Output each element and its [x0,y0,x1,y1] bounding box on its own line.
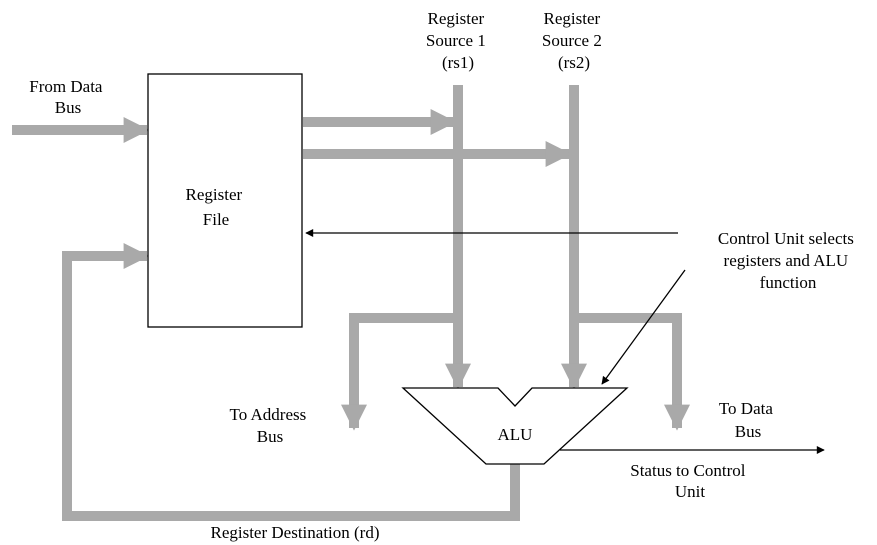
to-data-bus-arrow [574,313,690,431]
register-source-1-label: Register Source 1 (rs1) [426,9,490,72]
alu-label: ALU [498,425,533,444]
register-source-2-label: Register Source 2 (rs2) [542,9,606,72]
register-destination-label: Register Destination (rd) [210,523,379,542]
register-file-box [147,73,303,328]
from-data-bus-label: From Data Bus [29,77,106,117]
control-unit-label: Control Unit selects registers and ALU f… [718,229,858,292]
to-data-bus-label: To Data Bus [719,399,777,441]
alu-shape [401,387,629,465]
status-to-control-label: Status to Control Unit [630,461,749,501]
register-destination-arrow [62,243,520,521]
to-address-bus-label: To Address Bus [230,405,311,446]
to-address-bus-arrow [341,313,458,431]
register-file-label: Register File [186,185,247,229]
control-alu-line [601,269,686,385]
